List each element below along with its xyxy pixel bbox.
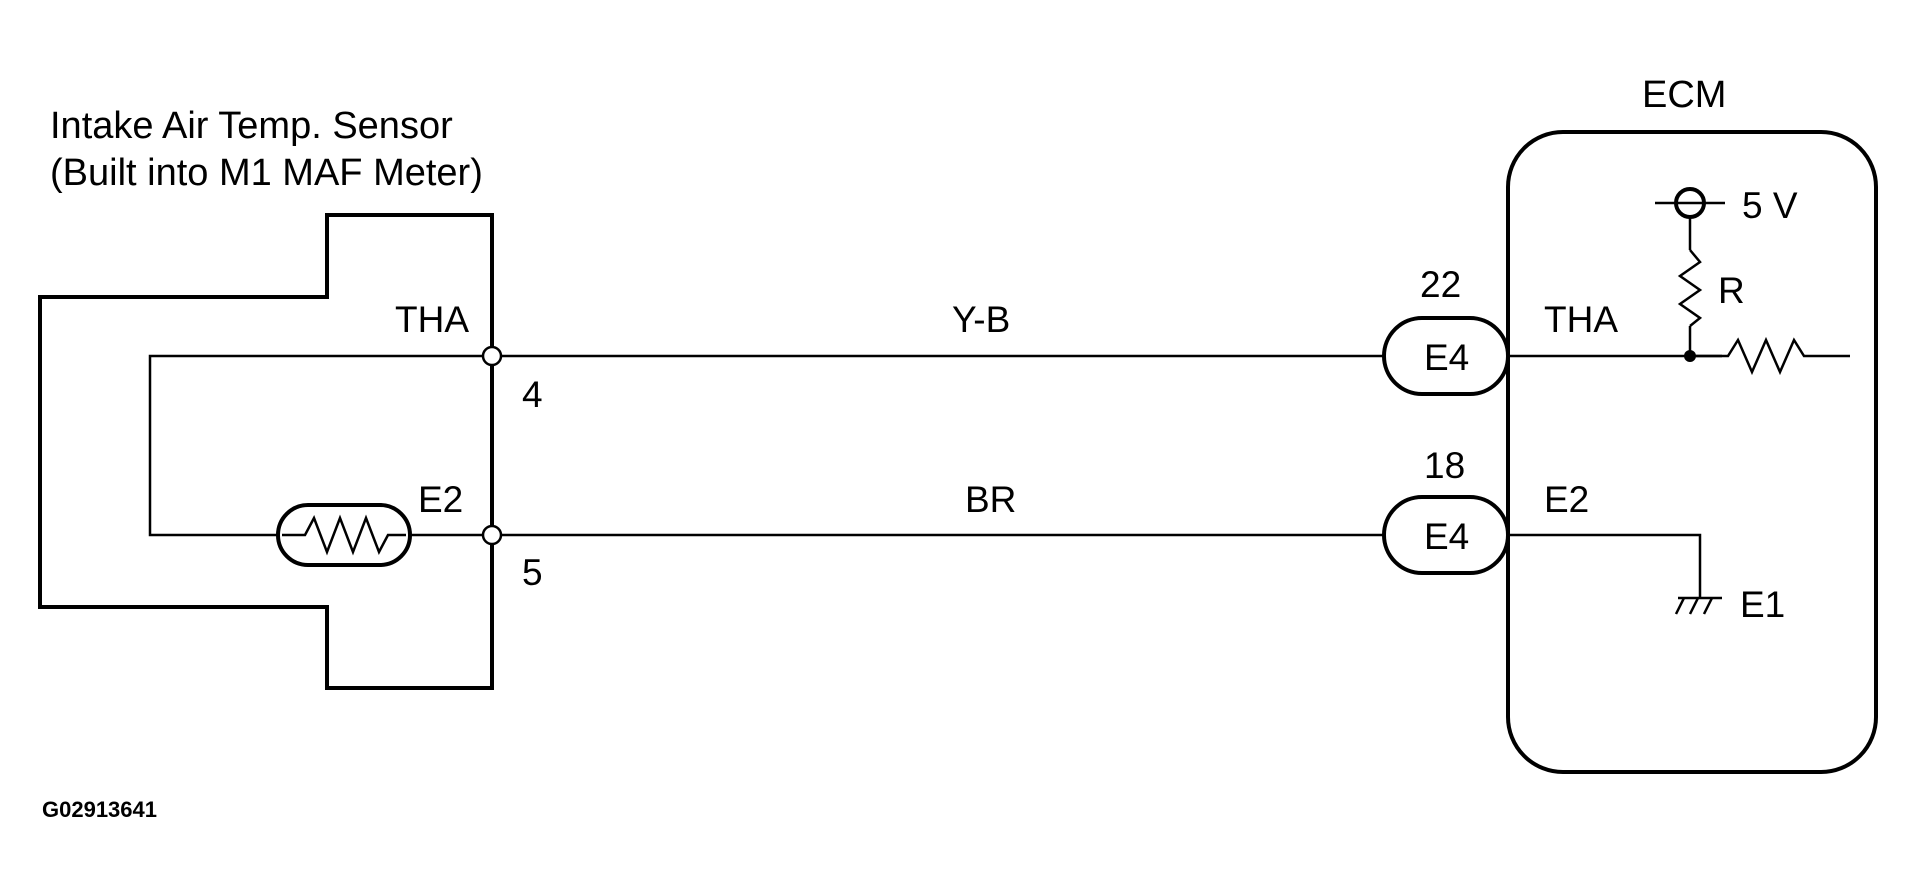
connector-bottom-pin-number: 18 bbox=[1424, 445, 1465, 486]
sensor-internal-wire bbox=[148, 354, 492, 537]
ecm-internal-resistor-icon bbox=[1690, 336, 1850, 376]
ecm-resistor-label: R bbox=[1718, 270, 1745, 311]
sensor-title-line1: Intake Air Temp. Sensor bbox=[50, 105, 453, 147]
sensor-title-line2: (Built into M1 MAF Meter) bbox=[50, 152, 483, 194]
ecm-supply-label: 5 V bbox=[1742, 185, 1798, 226]
pullup-resistor-icon bbox=[1677, 249, 1703, 327]
sensor-pin-e2-label: E2 bbox=[418, 479, 463, 520]
thermistor-zigzag-icon bbox=[282, 514, 406, 556]
sensor-terminal-e2 bbox=[481, 524, 503, 546]
connector-top-name: E4 bbox=[1424, 337, 1469, 378]
thermistor-body bbox=[276, 503, 412, 567]
ecm-e2-label: E2 bbox=[1544, 479, 1589, 520]
sensor-pin-tha-number: 4 bbox=[522, 374, 543, 415]
sensor-terminal-tha bbox=[481, 345, 503, 367]
sensor-pin-e2-number: 5 bbox=[522, 552, 543, 593]
ground-icon bbox=[1674, 597, 1714, 615]
connector-bottom-name: E4 bbox=[1424, 516, 1469, 557]
connector-top-pin-number: 22 bbox=[1420, 264, 1461, 305]
ecm-title: ECM bbox=[1642, 74, 1726, 116]
sensor-housing-outline bbox=[38, 213, 494, 690]
figure-id: G02913641 bbox=[42, 797, 157, 822]
wire-br-label: BR bbox=[965, 479, 1016, 520]
ecm-tha-label: THA bbox=[1544, 299, 1618, 340]
ecm-box bbox=[1506, 130, 1878, 774]
ecm-ground-label: E1 bbox=[1740, 584, 1785, 625]
ecm-e2-ground-wire bbox=[1508, 533, 1702, 598]
sensor-pin-tha-label: THA bbox=[395, 299, 469, 340]
wire-y-b-label: Y-B bbox=[952, 299, 1010, 340]
